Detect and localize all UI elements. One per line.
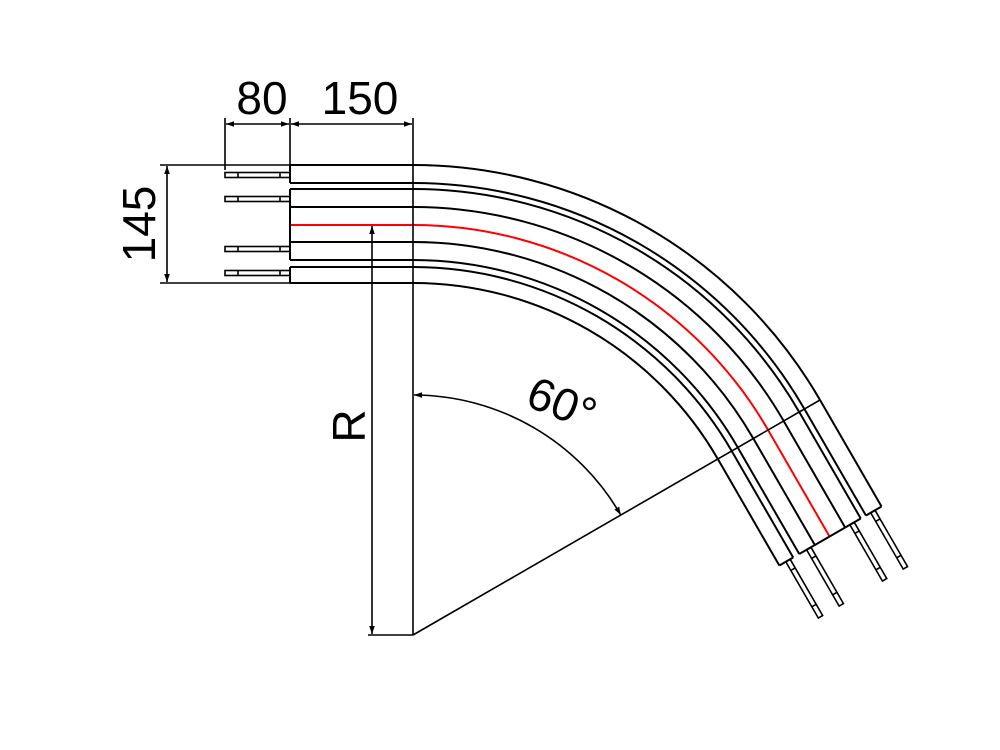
conductor-arc (412, 266, 733, 452)
pin-notch (832, 591, 838, 596)
conductor-straight (819, 399, 883, 508)
connector-pin (848, 521, 888, 583)
conductor-arc (412, 206, 785, 422)
centerline-arc (412, 224, 769, 431)
pin-notch (790, 567, 796, 572)
dim-label-80: 80 (236, 72, 287, 124)
connector-pin (224, 245, 291, 253)
conductor-straight (736, 447, 801, 555)
pin-notch (854, 530, 860, 535)
conductor-arc (412, 282, 719, 460)
conductor-straight (752, 438, 816, 546)
pin-notch (811, 555, 817, 560)
angle-arc (413, 392, 622, 516)
dim-label-150: 150 (322, 72, 399, 124)
pin-notch (875, 518, 881, 523)
connector-pin (869, 509, 909, 571)
pin-notch (875, 566, 881, 571)
pin-notch (896, 554, 902, 559)
conductor-arc (412, 182, 806, 410)
pin-notch (811, 603, 817, 608)
conductor-arc (412, 241, 755, 440)
center-radial-line (412, 399, 821, 636)
dim-label-radius: R (323, 409, 375, 442)
left-straight-section (224, 164, 413, 284)
right-straight-section (716, 399, 909, 620)
conductor-straight (716, 458, 781, 567)
conductor-straight (782, 420, 847, 529)
conductor-straight (803, 408, 867, 517)
conductor-arc (412, 259, 739, 449)
conductor-straight (798, 411, 862, 520)
dim-label-145: 145 (113, 186, 165, 263)
conductor-arc (412, 164, 821, 401)
connector-pin (224, 171, 291, 179)
dim-label-angle: 60° (520, 366, 604, 440)
connector-pin (224, 269, 291, 277)
dimension-lines (160, 118, 821, 636)
connector-pin (784, 558, 824, 620)
conductor-arc (412, 188, 801, 413)
connector-pin (805, 546, 845, 608)
bend-geometry (224, 164, 909, 620)
conductor-straight (730, 450, 795, 559)
centerline-straight (767, 429, 831, 538)
connector-pin (224, 195, 291, 203)
